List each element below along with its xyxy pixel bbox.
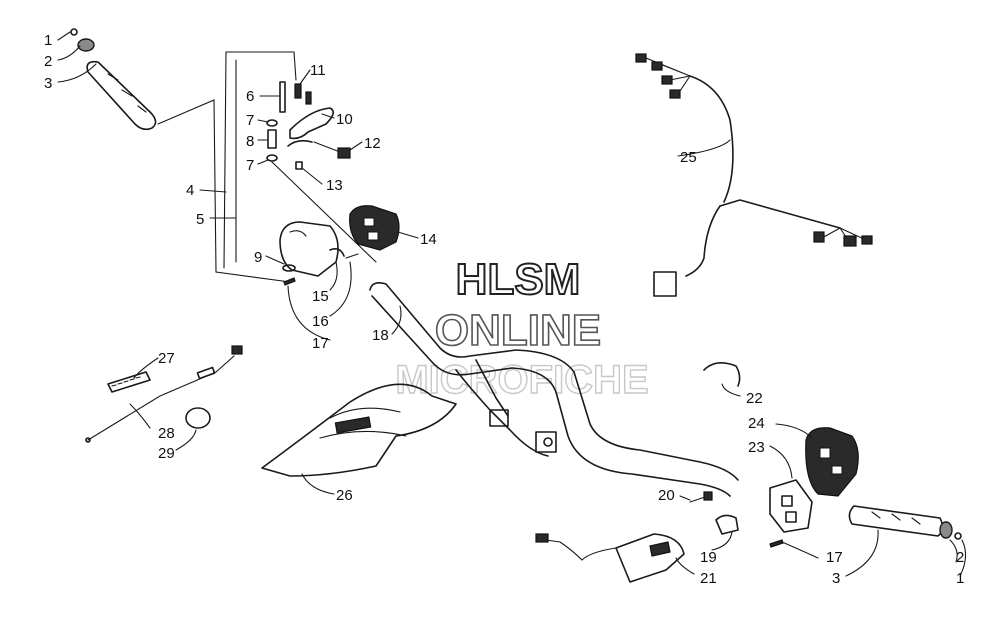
handlebar-pad-outline — [261, 383, 457, 477]
bushing — [305, 91, 312, 105]
cable-group — [85, 345, 243, 443]
handlebar — [369, 282, 739, 497]
callout-7-top: 7 — [246, 112, 254, 129]
throttle-cable-28 — [87, 355, 235, 441]
throttle-housing-group — [271, 161, 377, 286]
left-grip-washer — [77, 38, 95, 52]
throttle-lever-group — [266, 81, 351, 170]
washer-7-bottom — [266, 154, 278, 162]
lever-base — [287, 139, 313, 147]
callout-27: 27 — [158, 350, 175, 367]
callout-2-left: 2 — [44, 53, 52, 70]
cable-end — [231, 345, 243, 355]
cable-adjuster — [196, 366, 216, 380]
throttle-lever — [289, 107, 334, 140]
harness-lower-branch — [719, 199, 841, 229]
callout-28: 28 — [158, 425, 175, 442]
left-switch-housing — [349, 205, 400, 251]
screw-17-left — [283, 277, 296, 286]
callout-26: 26 — [336, 487, 353, 504]
callout-7-bottom: 7 — [246, 157, 254, 174]
cable-spring-27 — [107, 371, 151, 393]
heater-element-21 — [615, 533, 685, 583]
nut-13 — [295, 161, 303, 170]
heater-switch-group — [535, 491, 739, 583]
callout-9: 9 — [254, 249, 262, 266]
harness-main-connector — [653, 271, 677, 297]
switch-housing-left — [349, 205, 400, 251]
connector-12 — [337, 147, 351, 159]
callout-5: 5 — [196, 211, 204, 228]
callout-labels: 1 2 3 4 5 6 7 8 7 9 10 11 12 13 14 15 16… — [44, 32, 964, 587]
throttle-bracket-lines — [157, 51, 297, 283]
right-switch-housing-24 — [805, 427, 859, 497]
wiring-harness — [635, 53, 873, 297]
callout-3-left: 3 — [44, 75, 52, 92]
harness-main — [685, 205, 721, 277]
callout-25: 25 — [680, 149, 697, 166]
watermark-line-3: MICROFICHE — [395, 358, 648, 402]
lever-wire — [313, 141, 341, 153]
pad-logo — [334, 416, 372, 434]
spacer-8 — [267, 129, 277, 149]
watermark-line-1: HLSM — [456, 255, 581, 304]
callout-8: 8 — [246, 133, 254, 150]
callout-12: 12 — [364, 135, 381, 152]
watermark-line-2: ONLINE — [435, 306, 601, 355]
leader-lines — [57, 31, 967, 577]
handlebar-bottom-edge — [371, 295, 731, 497]
clip-22 — [703, 362, 741, 387]
callout-2-right: 2 — [956, 549, 964, 566]
screw-16 — [345, 253, 359, 259]
callout-14: 14 — [420, 231, 437, 248]
clip-15 — [329, 248, 345, 257]
throttle-housing — [279, 221, 339, 277]
callout-17-right: 17 — [826, 549, 843, 566]
screw-17-right — [769, 539, 784, 548]
callout-19: 19 — [700, 549, 717, 566]
right-grip-screw — [954, 532, 962, 540]
callout-17-left: 17 — [312, 335, 329, 352]
left-hand-grip — [86, 60, 157, 131]
right-controls — [703, 362, 962, 548]
left-grip-assembly — [70, 28, 157, 131]
riser-clamp-2 — [535, 431, 557, 453]
pin — [279, 81, 286, 113]
callout-6: 6 — [246, 88, 254, 105]
grip-pattern — [107, 73, 147, 113]
left-grip-screw — [70, 28, 78, 36]
callout-11: 11 — [310, 62, 326, 79]
callout-20: 20 — [658, 487, 675, 504]
spring-11 — [294, 83, 302, 99]
handlebar-pad — [261, 383, 457, 477]
cable-clip-29 — [185, 407, 211, 429]
callout-29: 29 — [158, 445, 175, 462]
callout-1-right: 1 — [956, 570, 964, 587]
right-grip-washer — [939, 521, 953, 539]
harness-upper-branch — [689, 75, 734, 203]
riser-clamp — [489, 409, 509, 427]
callout-10: 10 — [336, 111, 353, 128]
callout-4: 4 — [186, 182, 194, 199]
callout-18: 18 — [372, 327, 389, 344]
handlebar-top-edge — [369, 282, 739, 481]
callout-1-left: 1 — [44, 32, 52, 49]
switch-19 — [715, 514, 739, 535]
right-hand-grip — [848, 505, 944, 537]
callout-22: 22 — [746, 390, 763, 407]
callout-15: 15 — [312, 288, 329, 305]
washer-7-top — [266, 119, 278, 127]
right-switch-bracket-23 — [769, 479, 813, 533]
callout-24: 24 — [748, 415, 765, 432]
washer-9 — [282, 264, 296, 272]
callout-16: 16 — [312, 313, 329, 330]
callout-13: 13 — [326, 177, 343, 194]
callout-3-right: 3 — [832, 570, 840, 587]
callout-21: 21 — [700, 570, 717, 587]
heater-wire — [545, 539, 617, 561]
callout-23: 23 — [748, 439, 765, 456]
